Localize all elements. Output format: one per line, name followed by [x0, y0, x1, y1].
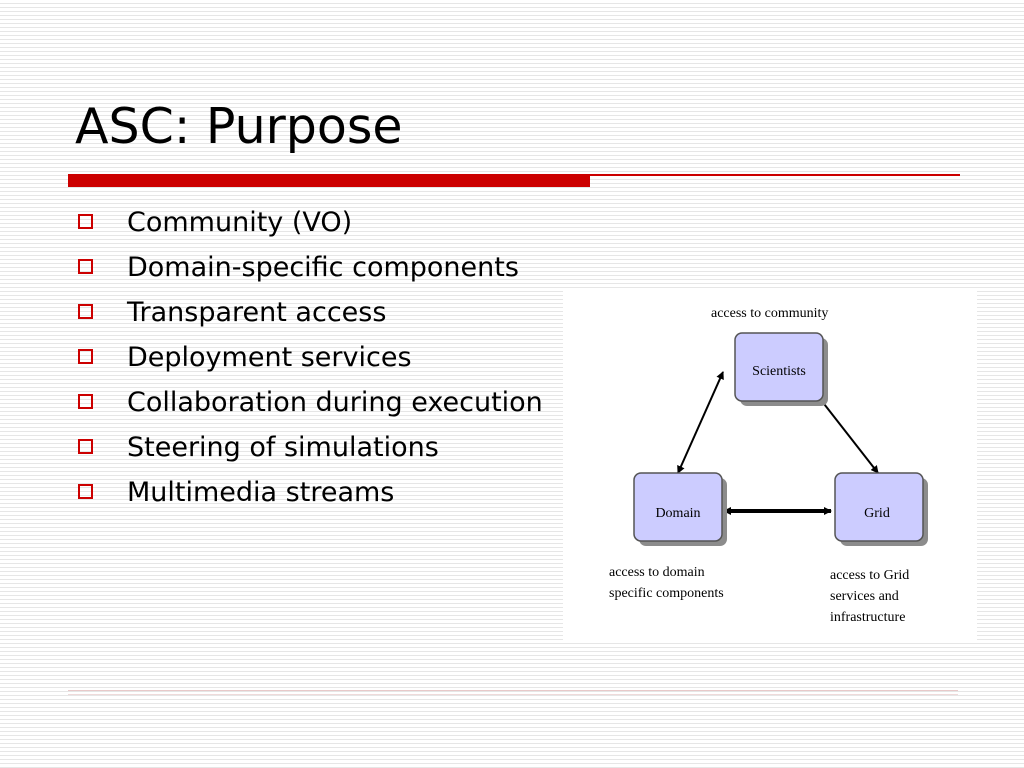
- title-underline-thick: [68, 174, 590, 187]
- bullet-text: Community (VO): [127, 207, 353, 238]
- diagram-canvas: access to community Scientists Domain Gr…: [609, 306, 928, 625]
- bullet-list: Community (VO) Domain-specific component…: [76, 204, 546, 519]
- slide-title: ASC: Purpose: [75, 98, 403, 155]
- caption-domain-line-1: access to domain: [609, 565, 705, 580]
- bullet-text: Deployment services: [127, 342, 412, 373]
- node-scientists: Scientists: [734, 332, 828, 406]
- bullet-text: Steering of simulations: [127, 432, 439, 463]
- square-bullet-icon: [78, 304, 93, 319]
- footer-divider: [68, 690, 958, 691]
- title-underline-thin: [590, 174, 960, 176]
- caption-grid-line-2: services and: [830, 589, 899, 604]
- square-bullet-icon: [78, 259, 93, 274]
- caption-domain-line-2: specific components: [609, 586, 724, 601]
- square-bullet-icon: [78, 439, 93, 454]
- node-scientists-label: Scientists: [752, 364, 806, 379]
- caption-community: access to community: [711, 306, 828, 321]
- square-bullet-icon: [78, 394, 93, 409]
- bullet-item: Domain-specific components: [76, 249, 546, 286]
- bullet-item: Transparent access: [76, 294, 546, 331]
- bullet-text: Transparent access: [127, 297, 387, 328]
- bullet-item: Community (VO): [76, 204, 546, 241]
- bullet-item: Collaboration during execution: [76, 384, 546, 421]
- bullet-text: Collaboration during execution: [127, 387, 543, 418]
- bullet-text: Domain-specific components: [127, 252, 519, 283]
- bullet-text: Multimedia streams: [127, 477, 395, 508]
- caption-grid-line-1: access to Grid: [830, 568, 909, 583]
- bullet-item: Multimedia streams: [76, 474, 546, 511]
- node-grid-label: Grid: [864, 506, 890, 521]
- square-bullet-icon: [78, 484, 93, 499]
- bullet-item: Steering of simulations: [76, 429, 546, 466]
- architecture-diagram: access to community Scientists Domain Gr…: [563, 290, 977, 640]
- caption-grid-line-3: infrastructure: [830, 610, 905, 625]
- node-domain-label: Domain: [655, 506, 700, 521]
- square-bullet-icon: [78, 214, 93, 229]
- footer-divider: [68, 694, 958, 695]
- bullet-item: Deployment services: [76, 339, 546, 376]
- node-grid: Grid: [834, 472, 928, 546]
- edge-scientists-domain: [677, 371, 724, 474]
- node-domain: Domain: [633, 472, 727, 546]
- square-bullet-icon: [78, 349, 93, 364]
